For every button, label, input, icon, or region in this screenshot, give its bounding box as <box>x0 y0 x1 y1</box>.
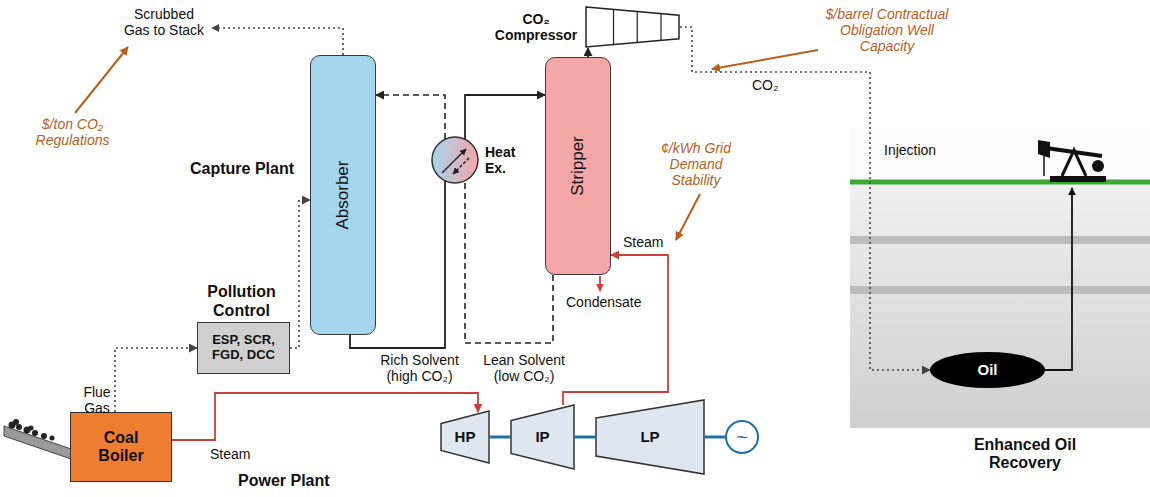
compressor-stage-line <box>660 14 661 41</box>
dashed-connector <box>465 181 553 343</box>
section-title: Capture Plant <box>190 160 294 178</box>
pump-jack-beam <box>1046 148 1102 156</box>
exchanger-label: Heat Ex. <box>485 144 531 176</box>
stream-label: Rich Solvent (high CO₂) <box>372 352 467 384</box>
pump-jack-weight <box>1092 160 1104 172</box>
stream-label: Condensate <box>566 294 642 310</box>
underground-area <box>850 182 1150 428</box>
stream-label: Injection <box>884 142 936 158</box>
turbine-label: LP <box>640 428 659 445</box>
stream-label: Flue Gas <box>78 384 116 416</box>
compressor-body <box>586 7 679 47</box>
turbine-stage: IP <box>510 404 575 470</box>
exchanger-body <box>432 137 478 183</box>
turbine-body <box>596 400 704 474</box>
solid-connector <box>587 48 589 57</box>
pollution-control-box: Pollution ControlESP, SCR, FGD, DCC <box>197 322 290 374</box>
shaft-connector <box>705 436 725 439</box>
hot-flow-arrow <box>442 149 466 173</box>
absorber-column: Absorber <box>310 55 376 335</box>
turbine-stage: HP <box>440 410 490 464</box>
sky-area <box>850 128 1150 182</box>
cost-driver-note: $/barrel Contractual Obligation Well Cap… <box>812 6 962 54</box>
condensate-arrow <box>599 276 601 291</box>
callout-arrow <box>676 194 700 240</box>
column-label: Stripper <box>568 136 588 196</box>
coal-lump <box>50 436 55 441</box>
coal-lump <box>13 419 19 425</box>
steam-connector <box>563 255 668 405</box>
dashed-connector <box>376 95 445 139</box>
pump-jack-base <box>1050 176 1106 182</box>
turbine-body <box>441 411 489 463</box>
turbine-label: HP <box>455 428 476 445</box>
section-title: Enhanced Oil Recovery <box>950 436 1100 473</box>
turbine-stage: LP <box>595 399 705 475</box>
stream-label: Scrubbed Gas to Stack <box>122 6 206 38</box>
callout-arrow <box>75 47 128 113</box>
equipment-list: ESP, SCR, FGD, DCC <box>204 333 283 363</box>
heatex-outline <box>431 136 479 184</box>
steam-connector <box>172 393 478 440</box>
generator-symbol: ~ <box>725 420 759 454</box>
compressor-outline <box>585 6 680 48</box>
callout-arrow <box>712 50 818 69</box>
compressor-label: CO₂ Compressor <box>493 11 579 43</box>
dotted-connector <box>290 200 310 348</box>
turbine-label: IP <box>535 428 549 445</box>
cold-flow-arrow <box>453 158 469 174</box>
coal-boiler: Coal Boiler <box>70 412 172 482</box>
coal-conveyor <box>4 426 74 460</box>
stream-label: Steam <box>210 446 250 462</box>
section-title: Pollution Control <box>187 283 297 320</box>
stream-label: Lean Solvent (low CO₂) <box>478 352 570 384</box>
coal-lump <box>41 433 47 439</box>
shaft-connector <box>575 436 595 439</box>
coal-lump <box>16 424 22 430</box>
turbine-body <box>511 405 574 469</box>
pump-jack-rod <box>1043 156 1045 176</box>
pump-jack-head <box>1038 140 1050 158</box>
solid-connector <box>465 95 545 139</box>
dotted-connector <box>115 348 197 412</box>
stream-label: CO₂ <box>752 77 778 93</box>
stream-label: Steam <box>623 234 663 250</box>
rock-layer <box>850 236 1150 244</box>
oil-reservoir: Oil <box>930 352 1045 388</box>
coal-lump <box>29 426 34 431</box>
compressor-symbol: CO₂ Compressor <box>585 6 680 48</box>
reservoir-label: Oil <box>977 361 997 378</box>
boiler-label: Coal Boiler <box>85 429 157 466</box>
section-title: Power Plant <box>238 472 330 490</box>
rock-layer <box>850 286 1150 294</box>
generator-label: ~ <box>736 427 748 447</box>
cost-driver-note: ¢/kWh Grid Demand Stability <box>652 140 740 188</box>
stack-gas-line <box>212 28 343 55</box>
compressor-stage-line <box>637 12 638 43</box>
cost-driver-note: $/ton CO₂ Regulations <box>25 116 120 148</box>
stripper-column: Stripper <box>545 57 611 275</box>
coal-lump <box>32 430 38 436</box>
column-label: Absorber <box>333 161 353 230</box>
heat-exchanger: Heat Ex. <box>431 136 479 184</box>
shaft-connector <box>490 436 510 439</box>
production-arrow <box>1045 188 1072 370</box>
eor-panel: Enhanced Oil RecoveryOil <box>850 128 1150 428</box>
compressor-stage-line <box>613 9 614 44</box>
dotted-connector <box>680 27 930 370</box>
